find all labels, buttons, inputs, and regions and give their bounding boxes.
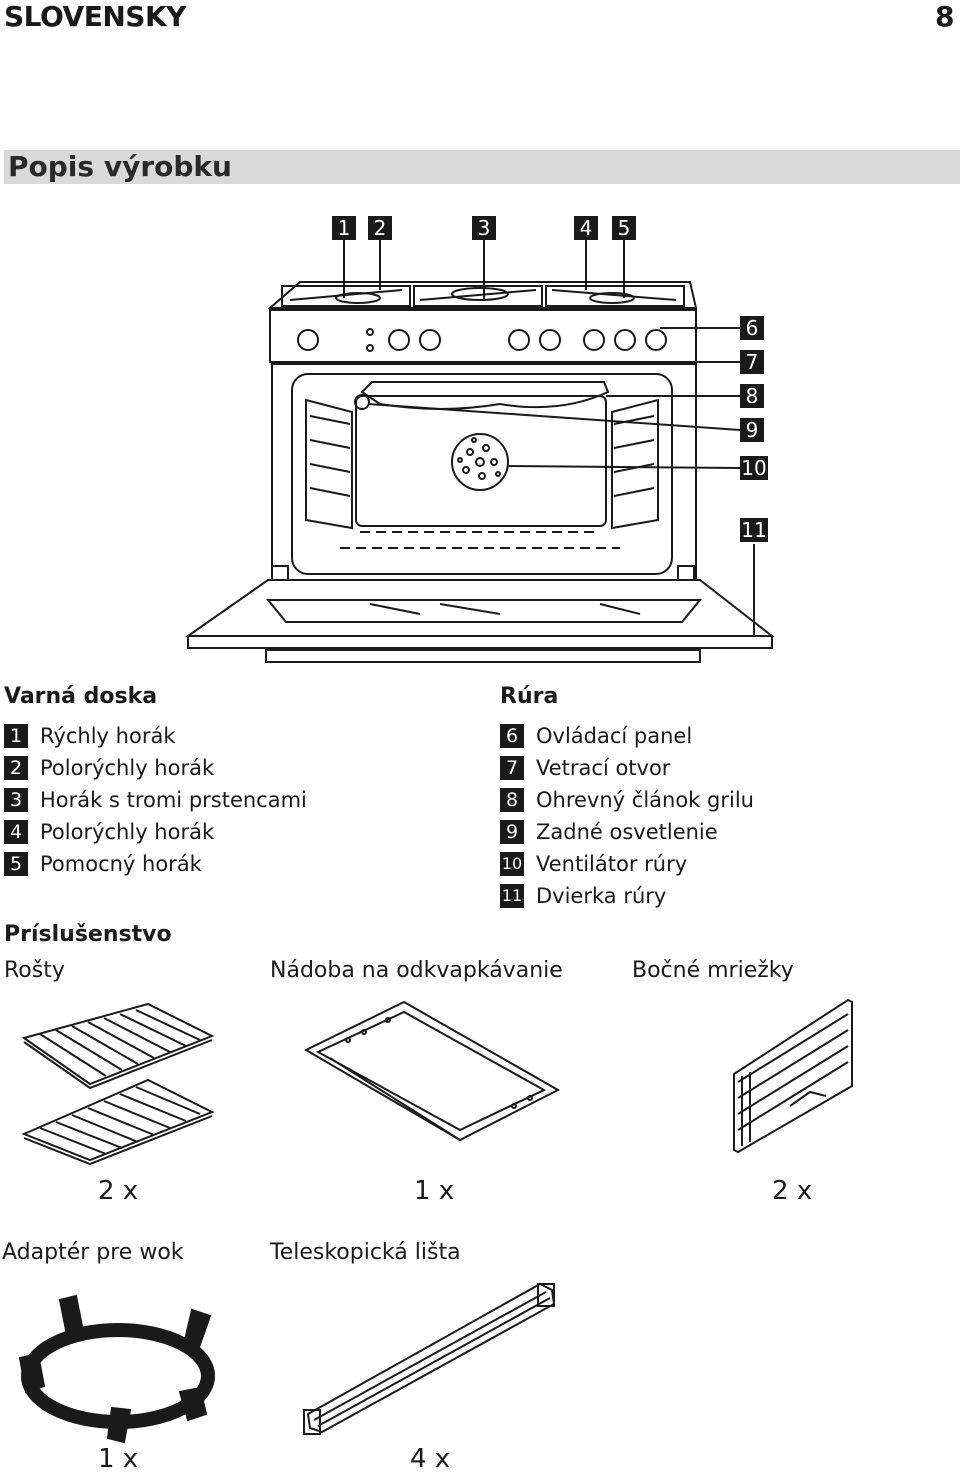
hob-item: 2 Polorýchly horák (4, 756, 214, 780)
oven-item-label: Ohrevný článok grilu (536, 788, 754, 812)
accessory-label-side-rails: Bočné mriežky (632, 958, 794, 983)
oven-item-num: 11 (500, 884, 524, 908)
hob-item-label: Rýchly horák (40, 724, 176, 748)
callout-9: 9 (740, 418, 764, 442)
hob-item-label: Polorýchly horák (40, 756, 215, 780)
oven-item-label: Vetrací otvor (536, 756, 671, 780)
callout-7: 7 (740, 350, 764, 374)
callout-3: 3 (472, 216, 496, 240)
section-title: Popis výrobku (8, 150, 232, 183)
qty-side-rails: 2 x (772, 1176, 813, 1206)
oven-item: 10 Ventilátor rúry (500, 852, 687, 876)
oven-item-num: 6 (500, 724, 524, 748)
callout-2: 2 (368, 216, 392, 240)
hob-item: 4 Polorýchly horák (4, 820, 214, 844)
telescopic-rail-icon (303, 1282, 556, 1435)
qty-racks: 2 x (98, 1176, 139, 1206)
accessory-label-wok-adapter: Adaptér pre wok (2, 1240, 184, 1265)
callout-6: 6 (740, 316, 764, 340)
callout-8: 8 (740, 384, 764, 408)
callout-5: 5 (612, 216, 636, 240)
hob-item-num: 5 (4, 852, 28, 876)
oven-item: 9 Zadné osvetlenie (500, 820, 718, 844)
hob-item-num: 4 (4, 820, 28, 844)
oven-heading: Rúra (500, 684, 559, 709)
hob-item-label: Pomocný horák (40, 852, 202, 876)
hob-item-num: 3 (4, 788, 28, 812)
qty-drip-tray: 1 x (414, 1176, 455, 1206)
qty-wok-adapter: 1 x (98, 1444, 139, 1474)
oven-item-num: 10 (500, 852, 524, 876)
oven-item-num: 7 (500, 756, 524, 780)
section-title-bar (4, 150, 960, 184)
accessory-label-racks: Rošty (4, 958, 65, 983)
hob-item-label: Polorýchly horák (40, 820, 215, 844)
hob-item-num: 1 (4, 724, 28, 748)
oven-item: 7 Vetrací otvor (500, 756, 670, 780)
accessories-heading: Príslušenstvo (4, 922, 172, 947)
callout-4: 4 (574, 216, 598, 240)
language-header: SLOVENSKY (4, 0, 186, 33)
callout-1: 1 (332, 216, 356, 240)
oven-diagram (184, 240, 775, 663)
oven-rack-icon (21, 1002, 215, 1166)
hob-item: 3 Horák s tromi prstencami (4, 788, 307, 812)
oven-item-num: 8 (500, 788, 524, 812)
callout-10: 10 (740, 456, 768, 480)
oven-item: 11 Dvierka rúry (500, 884, 666, 908)
oven-item-label: Zadné osvetlenie (536, 820, 718, 844)
hob-item-label: Horák s tromi prstencami (40, 788, 307, 812)
wok-adapter-icon (18, 1294, 215, 1444)
oven-item-num: 9 (500, 820, 524, 844)
hob-heading: Varná doska (4, 684, 158, 709)
qty-telescopic-rail: 4 x (410, 1444, 451, 1474)
side-rails-icon (733, 998, 853, 1154)
callout-11: 11 (740, 518, 768, 542)
page-number: 8 (935, 0, 954, 33)
oven-item-label: Ventilátor rúry (536, 852, 688, 876)
oven-item-label: Ovládací panel (536, 724, 693, 748)
accessory-label-telescopic-rail: Teleskopická lišta (270, 1240, 461, 1265)
oven-item: 6 Ovládací panel (500, 724, 692, 748)
hob-item-num: 2 (4, 756, 28, 780)
hob-item: 1 Rýchly horák (4, 724, 176, 748)
hob-item: 5 Pomocný horák (4, 852, 202, 876)
oven-item-label: Dvierka rúry (536, 884, 667, 908)
accessory-label-drip-tray: Nádoba na odkvapkávanie (270, 958, 563, 983)
oven-item: 8 Ohrevný článok grilu (500, 788, 754, 812)
drip-tray-icon (303, 1000, 561, 1142)
